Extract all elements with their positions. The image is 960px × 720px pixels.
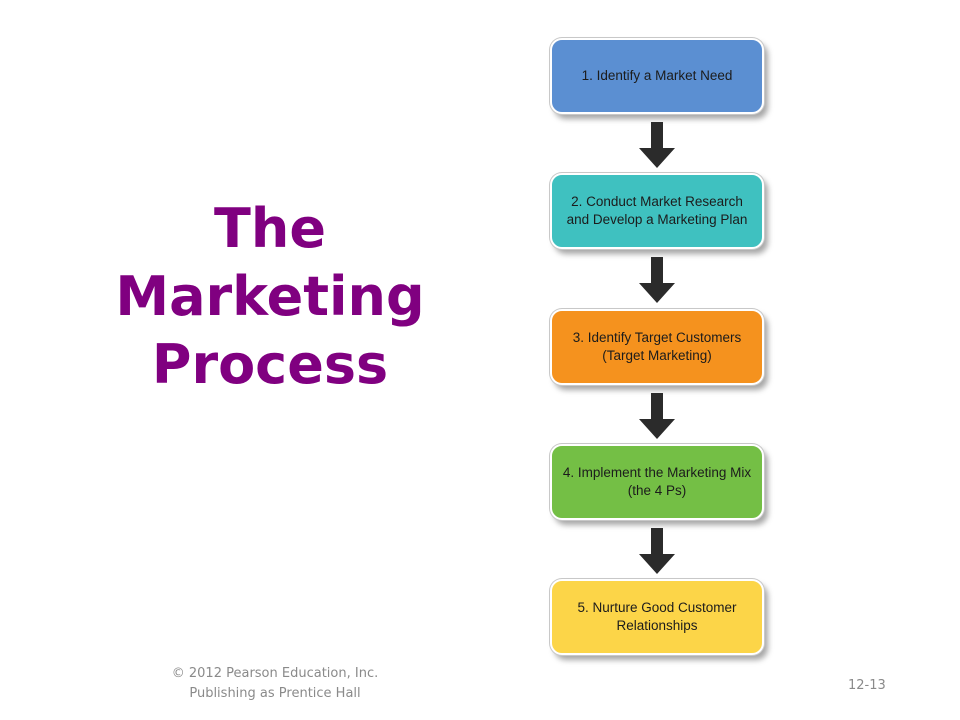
- down-arrow-icon: [639, 122, 675, 168]
- step-1-box: 1. Identify a Market Need: [550, 38, 764, 114]
- step-3-box: 3. Identify Target Customers (Target Mar…: [550, 309, 764, 385]
- copyright-line-2: Publishing as Prentice Hall: [189, 686, 361, 701]
- down-arrow-icon: [639, 393, 675, 439]
- down-arrow-icon: [639, 257, 675, 303]
- step-4-box: 4. Implement the Marketing Mix (the 4 Ps…: [550, 444, 764, 520]
- title-line-3: Process: [151, 333, 389, 396]
- title-line-1: The: [214, 197, 326, 260]
- copyright-notice: © 2012 Pearson Education, Inc. Publishin…: [160, 664, 390, 704]
- step-5-box: 5. Nurture Good Customer Relationships: [550, 579, 764, 655]
- slide-title: The Marketing Process: [90, 195, 450, 399]
- step-2-box: 2. Conduct Market Research and Develop a…: [550, 173, 764, 249]
- arrow-shape: [639, 257, 675, 303]
- arrow-shape: [639, 393, 675, 439]
- title-line-2: Marketing: [115, 265, 425, 328]
- slide-number: 12-13: [848, 678, 886, 693]
- arrow-shape: [639, 528, 675, 574]
- arrow-shape: [639, 122, 675, 168]
- down-arrow-icon: [639, 528, 675, 574]
- copyright-line-1: © 2012 Pearson Education, Inc.: [171, 666, 379, 681]
- process-flowchart: 1. Identify a Market Need 2. Conduct Mar…: [540, 30, 790, 670]
